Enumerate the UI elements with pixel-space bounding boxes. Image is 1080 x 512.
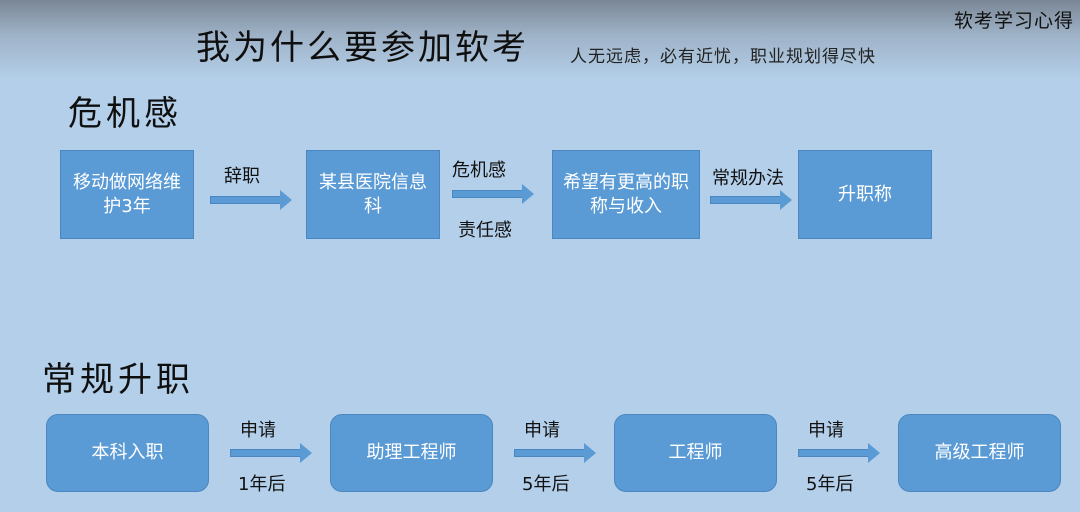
node-hope-higher-title: 希望有更高的职称与收入 [552, 150, 700, 239]
edge-label-after-1: 1年后 [238, 474, 286, 495]
arrow-2-3 [798, 443, 880, 463]
edge-label-apply-1: 申请 [240, 420, 276, 441]
arrow-1-2 [452, 184, 534, 204]
node-senior-engineer: 高级工程师 [898, 414, 1061, 492]
edge-label-after-3: 5年后 [806, 474, 854, 495]
page-title: 我为什么要参加软考 [196, 28, 529, 68]
node-county-hospital-it: 某县医院信息科 [306, 150, 440, 239]
node-engineer: 工程师 [614, 414, 777, 492]
arrow-2-1 [230, 443, 312, 463]
arrow-1-3 [710, 190, 792, 210]
edge-label-apply-3: 申请 [808, 420, 844, 441]
node-bachelor-entry: 本科入职 [46, 414, 209, 492]
edge-label-resign: 辞职 [224, 166, 260, 187]
edge-label-responsibility: 责任感 [458, 220, 512, 241]
node-assistant-engineer: 助理工程师 [330, 414, 493, 492]
edge-label-apply-2: 申请 [524, 420, 560, 441]
arrow-2-2 [514, 443, 596, 463]
edge-label-after-2: 5年后 [522, 474, 570, 495]
edge-label-normal-method: 常规办法 [712, 168, 784, 189]
edge-label-crisis: 危机感 [452, 160, 506, 181]
section-heading-promotion: 常规升职 [42, 360, 194, 400]
page-subtitle: 人无远虑，必有近忧，职业规划得尽快 [570, 47, 876, 67]
node-mobile-network-maintenance: 移动做网络维护3年 [60, 150, 194, 239]
arrow-1-1 [210, 190, 292, 210]
section-heading-crisis: 危机感 [68, 94, 182, 134]
header-gradient-band [0, 0, 1080, 80]
node-promotion: 升职称 [798, 150, 932, 239]
corner-label: 软考学习心得 [953, 10, 1074, 32]
